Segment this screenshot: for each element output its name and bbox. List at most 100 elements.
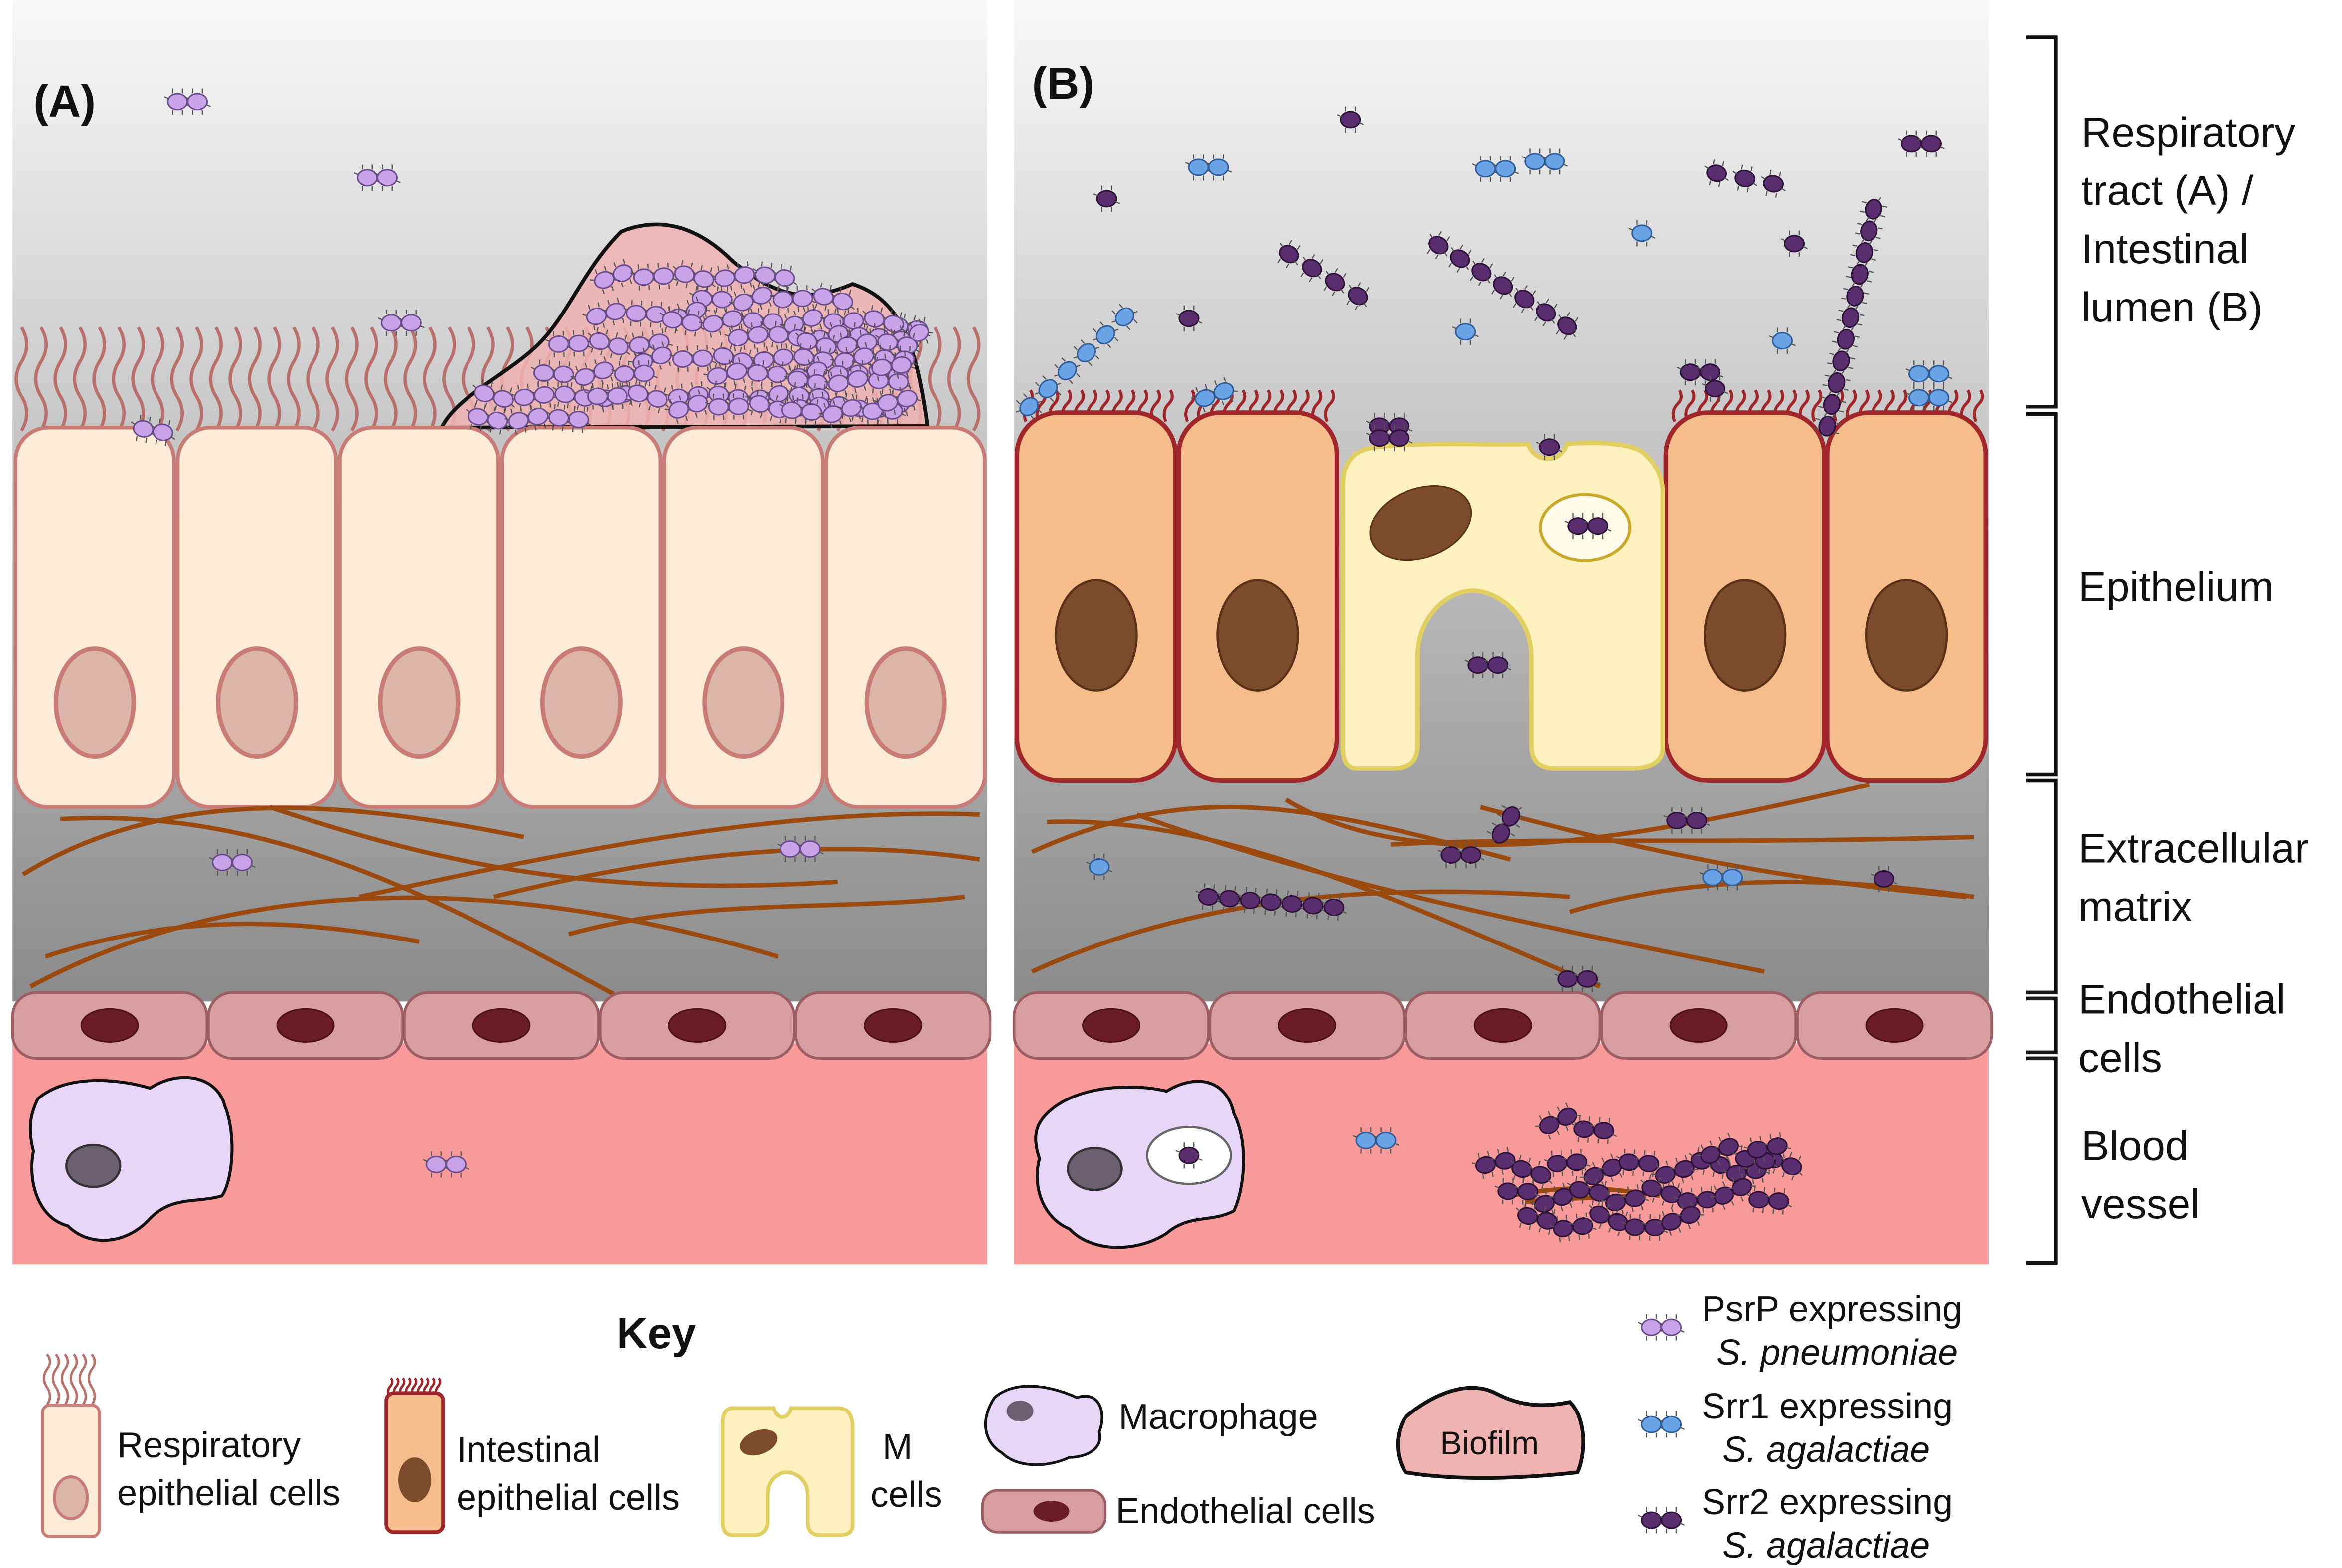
endothelial-label-line-2: cells [2078, 1034, 2162, 1081]
lumen-label-line-4: lumen (B) [2081, 284, 2263, 330]
nucleus-icon [53, 646, 136, 759]
bacterium-icon [859, 397, 906, 425]
nucleus-icon [1865, 1008, 1924, 1043]
nucleus-icon [702, 646, 785, 759]
bacterium-icon [752, 261, 797, 292]
bacterium-icon [699, 305, 747, 338]
key-psrp-line-2: S. pneumoniae [1717, 1333, 1958, 1373]
key-bacteria-icons [1638, 1314, 1685, 1534]
bacterium-icon [1827, 348, 1855, 373]
bacterium-icon [1554, 966, 1601, 992]
key-biofilm-icon [1396, 1386, 1585, 1480]
epithelium-label: Epithelium [2078, 563, 2274, 610]
bacterium-icon [504, 402, 552, 435]
bacterium-icon [582, 297, 630, 330]
bacterium-icon [1337, 106, 1364, 133]
bacterium-icon [1699, 864, 1746, 891]
respiratory-epithelial-cells [13, 425, 987, 809]
bacterium-icon [1543, 1148, 1591, 1177]
bacterium-icon [1696, 1132, 1743, 1169]
bacterium-icon [1841, 284, 1869, 309]
key-biofilm-label: Biofilm [1440, 1424, 1539, 1461]
bacterium-icon [729, 281, 776, 317]
bacterium-icon [466, 402, 510, 435]
bacterium-icon [1567, 1176, 1612, 1207]
bacterium-icon [1366, 425, 1413, 452]
panel-a-label: (A) [33, 77, 96, 127]
bacterium-icon [1086, 854, 1113, 880]
nucleus-icon [540, 646, 623, 759]
bacterium-icon [1521, 148, 1568, 175]
nucleus-icon [1865, 579, 1948, 692]
bacterium-icon [1621, 1214, 1668, 1241]
bacterium-icon [711, 342, 755, 376]
bacterium-icon [1663, 807, 1710, 834]
bacterium-icon [354, 164, 401, 191]
nucleus-icon [216, 646, 299, 759]
nucleus-icon [1669, 1008, 1728, 1043]
bacterium-icon [1589, 1200, 1629, 1237]
bacterium-icon [780, 304, 827, 339]
key-srr2-line-1: Srr2 expressing [1702, 1482, 1953, 1522]
bacterium-icon [1237, 887, 1263, 914]
bacterium-icon [1175, 1142, 1203, 1169]
bacterium-icon [724, 321, 772, 352]
nucleus-icon [1369, 485, 1472, 561]
bacterium-icon [1352, 1127, 1400, 1154]
macrophage-a [28, 1076, 234, 1242]
key-macrophage-icon [984, 1385, 1103, 1466]
bacterium-icon [777, 836, 824, 862]
key-title: Key [617, 1309, 696, 1358]
bacterium-icon [705, 393, 752, 420]
bacterium-icon [1175, 305, 1203, 332]
key-endothelial-label: Endothelial cells [1116, 1491, 1375, 1531]
ecm-label-line-2: matrix [2078, 883, 2192, 930]
bacterium-icon [1549, 1212, 1597, 1243]
key-intestinal-line-1: Intestinal [457, 1430, 600, 1470]
bacterium-icon [1571, 1115, 1617, 1144]
bacterium-icon [1846, 262, 1874, 287]
bacterium-icon [1092, 321, 1119, 348]
bacterium-icon [1016, 393, 1042, 420]
bacterium-icon [1323, 268, 1347, 296]
bacterium-icon [1035, 375, 1062, 402]
key-respiratory-icon [41, 1353, 101, 1539]
bacterium-icon [1628, 220, 1656, 247]
nucleus-icon [1216, 579, 1299, 692]
key-m-cells-line-2: cells [871, 1475, 942, 1515]
nucleus-icon [65, 1144, 122, 1188]
nucleus-icon [1055, 579, 1138, 692]
macrophage-b [1034, 1080, 1245, 1249]
bacterium-icon [1535, 1102, 1581, 1140]
region-labels: Respiratory tract (A) / Intestinal lumen… [2078, 109, 2309, 1227]
key-psrp-line-1: PsrP expressing [1702, 1289, 1962, 1329]
bacterium-icon [131, 415, 175, 447]
key-srr1-line-1: Srr1 expressing [1702, 1387, 1953, 1426]
bacterium-icon [1471, 1147, 1519, 1179]
endothelial-cells-a [11, 991, 992, 1060]
key-intestinal-icon [384, 1377, 445, 1534]
bacterium-icon [1836, 305, 1865, 330]
bacterium-icon [1601, 1184, 1649, 1217]
bacterium-icon [811, 282, 855, 315]
key-m-cells-line-1: M [883, 1427, 913, 1467]
nucleus-icon [80, 1008, 139, 1043]
nucleus-icon [1082, 1008, 1141, 1043]
bacterium-icon [1185, 154, 1232, 181]
bacterium-icon [1555, 312, 1579, 340]
bacterium-icon [1710, 1173, 1756, 1210]
bacterium-icon [545, 330, 592, 358]
nucleus-icon [1067, 1147, 1123, 1191]
bacterium-icon [1191, 377, 1238, 413]
bacterium-icon [1871, 866, 1897, 892]
bacterium-icon [785, 365, 830, 397]
bacterium-icon [1510, 1155, 1553, 1189]
bacterium-icon [378, 310, 425, 336]
bacterium-icon [1279, 890, 1305, 918]
bacterium-icon [1850, 240, 1878, 265]
bacterium-icon [472, 379, 515, 413]
bacterium-icon [1470, 258, 1493, 286]
bacterium-icon [689, 285, 736, 313]
bacterium-icon [703, 357, 751, 390]
